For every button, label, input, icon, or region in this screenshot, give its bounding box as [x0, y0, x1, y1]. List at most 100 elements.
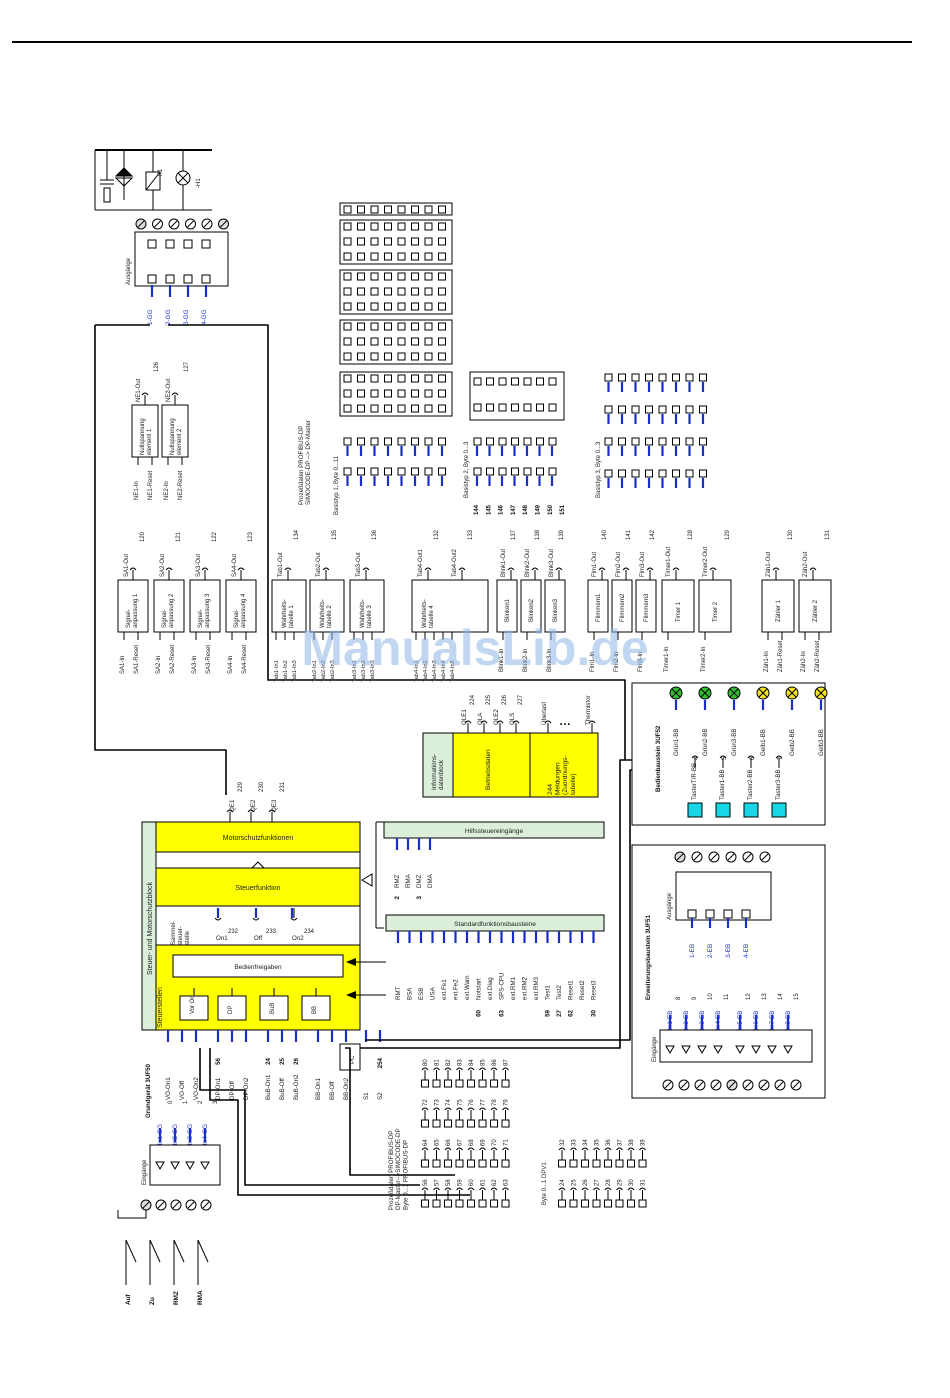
pin-cup [502, 1187, 509, 1191]
label: 71 [504, 1139, 510, 1146]
label: Steuerfunktion [235, 885, 280, 892]
label: 73 [435, 1099, 441, 1106]
bit-box [411, 222, 419, 231]
label: Steuerstellen [157, 987, 164, 1028]
relay-mark [145, 171, 161, 191]
bit-box [357, 222, 365, 231]
byte-grid [339, 319, 453, 365]
output-label: 1-GG [147, 309, 154, 325]
push-button-icon [687, 802, 703, 818]
relay-coil-box [201, 274, 211, 284]
bit-box [438, 222, 446, 231]
watermark-text: ManualsLib.de [301, 620, 648, 676]
bit-box [421, 1199, 429, 1208]
label: 148 [523, 504, 529, 515]
output-label: 3-GG [183, 309, 190, 325]
bit-box [536, 377, 544, 386]
bit-box [501, 1079, 510, 1088]
pin-cup [772, 567, 780, 571]
flimmern-block [611, 579, 633, 633]
optocoupler-icon [170, 1161, 180, 1171]
label: ext.Warn [464, 975, 471, 1000]
label-line: Sammel- [171, 921, 177, 945]
label: NE2-Out [166, 378, 172, 402]
pin-cup [490, 1147, 498, 1151]
bit-box [432, 1119, 441, 1128]
label: 123 [248, 531, 254, 542]
bit-box [357, 287, 365, 296]
bit-box [604, 469, 613, 478]
relay-contact-icon [147, 239, 157, 249]
label: NE1-In [134, 481, 140, 500]
label: SA1-Out [124, 554, 130, 577]
bit-box [424, 337, 433, 346]
bit-box [523, 467, 532, 476]
arrow-icon [346, 991, 356, 999]
pin-cup [490, 1067, 498, 1071]
optocoupler-icon [735, 1045, 745, 1055]
bit-box [467, 1119, 475, 1128]
label-line: Informations- [431, 754, 438, 790]
pin-cup [672, 567, 680, 571]
bit-box [397, 437, 406, 446]
label: On2 [292, 935, 304, 942]
label: 4 [694, 756, 700, 760]
bit-box [438, 467, 446, 476]
label: 25 [572, 1179, 578, 1186]
label: Off [254, 935, 262, 942]
label: In6-EB [753, 1010, 760, 1030]
bit-box [618, 437, 626, 446]
bit-box [604, 405, 613, 414]
bit-box [473, 437, 482, 446]
label-line: Wahrheits- [320, 599, 326, 628]
label: SPS-CPU [499, 972, 506, 1000]
bit-box [397, 337, 406, 346]
label: Blinken3 [553, 598, 559, 622]
bit-box [424, 237, 433, 246]
label: Signal-anpassung 4 [234, 593, 247, 628]
label: Zäh2-In [801, 651, 807, 672]
label: SA3-In [192, 656, 198, 674]
bit-box [444, 1159, 452, 1168]
bedienbaustein-title: Bedienbaustein 3UF52 [655, 725, 662, 792]
bit-box [343, 437, 352, 446]
bit-box [467, 1159, 475, 1168]
flimmern-block [587, 579, 609, 633]
label: NE1-Out [136, 378, 142, 402]
label-line: Signal- [198, 609, 204, 628]
bit-box [672, 373, 680, 382]
switch-contact-icon [125, 1239, 137, 1263]
label: 70 [492, 1139, 498, 1146]
steuer-motorschutz-label: Steuer- und Motorschutzblock [147, 882, 154, 975]
label: 225 [486, 694, 492, 705]
bit-box [685, 469, 694, 478]
label: 10 [708, 993, 714, 1000]
label: 61 [481, 1179, 487, 1186]
label: Blinken1 [505, 598, 511, 622]
timer-block [661, 579, 695, 633]
label: 137 [511, 529, 517, 540]
label: RMZ [394, 874, 401, 888]
push-button-icon [715, 802, 731, 818]
pin-cup [226, 809, 234, 813]
label-line: Byte 0...1 PROFIBUS-DP [402, 1140, 409, 1210]
label: 68 [469, 1139, 475, 1146]
bit-box [357, 205, 365, 214]
label: 33 [572, 1139, 578, 1146]
bit-box [424, 352, 433, 361]
bit-box [645, 469, 653, 478]
label: 5 [722, 756, 728, 760]
bit-box [357, 404, 365, 413]
label: Basistyp 1, Byte 0...11 [334, 455, 340, 515]
label: SA2-In [156, 656, 162, 674]
label: 78 [492, 1099, 498, 1106]
bit-box [658, 373, 667, 382]
label: Wahrheits-tabelle 4 [422, 599, 435, 628]
label: Zu [149, 1297, 156, 1305]
bit-box [501, 1159, 510, 1168]
bit-box [618, 373, 626, 382]
label: NE2-In [164, 481, 170, 500]
label: 229 [238, 781, 244, 792]
bit-box [438, 302, 446, 311]
pin-cup [444, 1187, 452, 1191]
